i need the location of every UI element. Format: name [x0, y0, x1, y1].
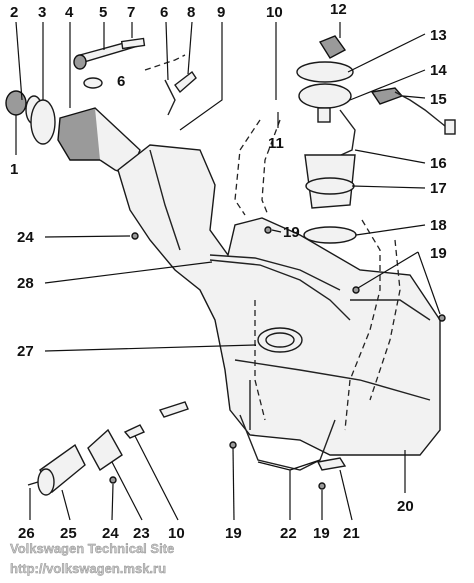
callout-14: 14 [430, 62, 447, 79]
sleeve-7 [120, 37, 146, 50]
watermark-line-1: Volkswagen Technical Site [10, 541, 174, 556]
callout-23: 23 [133, 525, 150, 542]
tank-seam-2 [234, 359, 431, 401]
flange-neck [317, 107, 331, 123]
dash-line-e [369, 239, 401, 401]
callout-17: 17 [430, 180, 447, 197]
callout-28: 28 [17, 275, 34, 292]
top-small-parts [73, 37, 197, 116]
callout-6b: 6 [117, 73, 125, 90]
clip-8 [174, 70, 197, 94]
fuel-line-28 [209, 259, 351, 321]
screw-19d [229, 441, 237, 449]
fuel-filter-assembly [27, 401, 189, 496]
dash-line-a [144, 54, 186, 71]
pipe-26 [27, 481, 39, 486]
fuel-tank [117, 144, 441, 456]
screw-24a [131, 232, 139, 240]
seal-18 [303, 226, 357, 244]
callout-19a: 19 [283, 224, 300, 241]
filler-cap [5, 90, 27, 116]
clamp-21 [316, 457, 347, 471]
pump-rim [305, 177, 355, 195]
cap-12 [318, 35, 347, 59]
flange-14 [298, 83, 352, 109]
callout-5: 5 [99, 4, 107, 21]
callout-6: 6 [160, 4, 168, 21]
callout-9: 9 [217, 4, 225, 21]
bolt-head [73, 54, 87, 70]
seal-ring [30, 99, 56, 145]
fuel-lines [144, 54, 401, 431]
callout-19c: 19 [225, 525, 242, 542]
screw-19c [438, 314, 446, 322]
callout-24b: 24 [102, 525, 119, 542]
plug-15 [444, 119, 456, 135]
tank-opening-inner [265, 332, 295, 348]
callout-27: 27 [17, 343, 34, 360]
dash-line-b [234, 119, 261, 216]
dash-line-c [261, 119, 281, 216]
callout-2: 2 [10, 4, 18, 21]
strap-22 [239, 414, 336, 471]
screw-19a [264, 226, 272, 234]
screw-6b [318, 482, 326, 490]
connector-15 [370, 87, 404, 105]
callout-4: 4 [65, 4, 74, 21]
callout-7: 7 [127, 4, 135, 21]
screw-19b [352, 286, 360, 294]
dash-line-d [344, 219, 381, 431]
harness-15 [394, 91, 451, 131]
washer-6 [83, 77, 103, 89]
callout-13: 13 [430, 27, 447, 44]
callout-15: 15 [430, 91, 447, 108]
callout-12: 12 [330, 1, 347, 18]
fuel-line-28b [209, 254, 341, 291]
wire-16 [329, 109, 356, 161]
filter-end [37, 468, 55, 496]
tank-seam-1 [149, 149, 181, 251]
callout-16: 16 [430, 155, 447, 172]
callout-10b: 10 [168, 525, 185, 542]
pipe-10 [123, 424, 145, 439]
tank-seam-4 [350, 299, 431, 321]
callout-8: 8 [187, 4, 195, 21]
callout-3: 3 [38, 4, 46, 21]
screw-24b [109, 476, 117, 484]
callout-10: 10 [266, 4, 283, 21]
callout-21: 21 [343, 525, 360, 542]
pump-assembly [296, 35, 456, 244]
callout-1: 1 [10, 161, 18, 178]
callout-18: 18 [430, 217, 447, 234]
lock-ring-13 [296, 61, 354, 83]
callout-26: 26 [18, 525, 35, 542]
filler-cap-assembly [5, 90, 141, 176]
callout-19b: 19 [430, 245, 447, 262]
leader-lines [15, 21, 441, 521]
vent-line-6 [164, 79, 176, 116]
pipe-10b [158, 401, 189, 418]
callout-19d: 19 [313, 525, 330, 542]
bracket-23 [87, 428, 123, 472]
callout-25: 25 [60, 525, 77, 542]
watermark-line-2: http://volkswagen.msk.ru [10, 561, 166, 576]
callout-24a: 24 [17, 229, 34, 246]
callout-11: 11 [268, 135, 284, 152]
callout-20: 20 [397, 498, 414, 515]
callout-labels: 1 2 3 4 5 7 6 8 9 10 12 13 14 15 6 11 16… [10, 1, 447, 542]
fuel-tank-body [117, 144, 441, 456]
dash-line-f [254, 300, 266, 421]
callout-22: 22 [280, 525, 297, 542]
